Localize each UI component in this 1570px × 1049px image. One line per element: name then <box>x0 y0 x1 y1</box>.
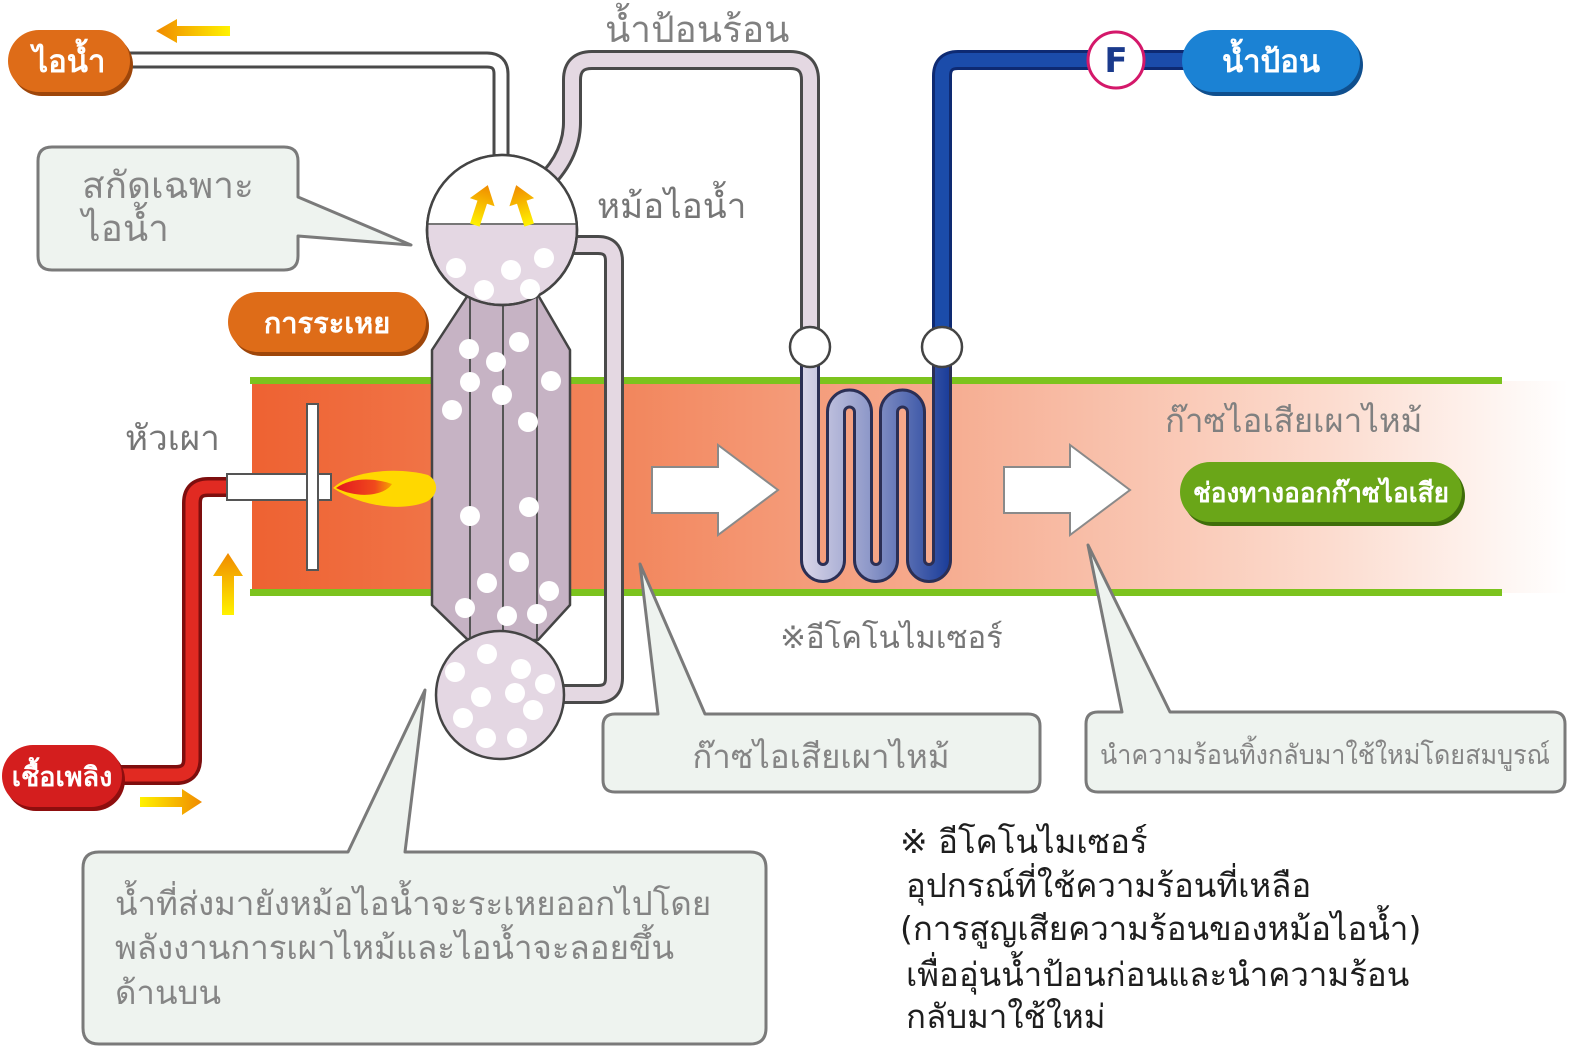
bubble <box>445 662 465 682</box>
callout-flue-gas: ก๊าซไอเสียเผาไหม้ <box>601 562 1042 794</box>
feed-water-label: น้ำป้อน <box>1222 38 1320 80</box>
steam-pill: ไอน้ำ <box>8 30 133 96</box>
bubble <box>471 687 491 707</box>
evaporation-pill: การระเหย <box>228 292 429 356</box>
hot-feed-water-pipe <box>529 50 820 360</box>
fuel-pill: เชื้อเพลิง <box>2 745 125 811</box>
bubble <box>477 573 497 593</box>
economizer-inlet-fitting <box>788 325 832 369</box>
bubble <box>476 728 496 748</box>
bubble <box>507 728 527 748</box>
bubble <box>442 400 462 420</box>
burner <box>226 403 437 571</box>
burner-label: หัวเผา <box>125 419 220 459</box>
flow-meter-ring <box>1086 30 1146 90</box>
callout-flue-gas-text: ก๊าซไอเสียเผาไหม้ <box>692 737 949 776</box>
economizer-outlet-fitting <box>920 325 964 369</box>
fuel-flow-right-arrow-icon <box>140 789 202 815</box>
callout-heat-recovery-text: นำความร้อนทิ้งกลับมาใช้ใหม่โดยสมบูรณ์ <box>1100 735 1550 771</box>
flue-top-wall <box>250 377 1502 384</box>
bubble <box>460 372 480 392</box>
hot-feed-water-label: น้ำป้อนร้อน <box>605 2 789 51</box>
downcomer-pipe <box>555 235 624 704</box>
bubble <box>527 604 547 624</box>
lower-water-drum <box>434 629 566 761</box>
bubble <box>453 708 473 728</box>
fuel-pipe <box>110 477 232 785</box>
callout-boiler-process-line: ด้านบน <box>115 973 221 1012</box>
callout-boiler-process-line: น้ำที่ส่งมายังหม้อไอน้ำจะระเหยออกไปโดย <box>115 880 711 923</box>
note-line: อุปกรณ์ที่ใช้ความร้อนที่เหลือ <box>906 863 1311 906</box>
feed-water-pipe <box>932 50 1195 360</box>
note-title: ※ อีโคโนไมเซอร์ <box>900 822 1148 861</box>
callout-steam-only: สกัดเฉพาะ ไอน้ำ <box>36 145 413 272</box>
callout-boiler-process-line: พลังงานการเผาไหม้และไอน้ำจะลอยขึ้น <box>115 924 674 967</box>
steam-rise-arrow-icon <box>469 185 495 227</box>
bubble <box>534 248 554 268</box>
boiler <box>425 153 579 761</box>
bubble <box>505 683 525 703</box>
flue-gas-flow-arrow-icon <box>651 443 780 537</box>
bubble <box>455 598 475 618</box>
callout-steam-only-line: ไอน้ำ <box>79 201 169 250</box>
bubble <box>497 606 517 626</box>
fuel-label: เชื้อเพลิง <box>12 756 113 793</box>
bubble <box>518 412 538 432</box>
bubble <box>474 280 494 300</box>
flue-bottom-wall <box>250 589 1502 596</box>
exhaust-outlet-label: ช่องทางออกก๊าซไอเสีย <box>1193 477 1449 509</box>
note-line: (การสูญเสียความร้อนของหม้อไอน้ำ) <box>900 905 1421 949</box>
steam-flow-left-arrow-icon <box>156 19 230 43</box>
bubble <box>477 644 497 664</box>
flame-core-icon <box>336 479 392 495</box>
steam-rise-arrow-icon <box>509 185 535 227</box>
flue-gas-flow-arrow-icon <box>1003 443 1132 537</box>
bubble <box>523 700 543 720</box>
callout-steam-only-line: สกัดเฉพาะ <box>82 164 254 207</box>
evaporation-label: การระเหย <box>264 306 391 340</box>
bubble <box>509 332 529 352</box>
bubble <box>535 674 555 694</box>
bubble <box>511 659 531 679</box>
bubble <box>486 352 506 372</box>
water-bubbles <box>442 248 561 748</box>
bubble <box>520 279 540 299</box>
bubble <box>539 581 559 601</box>
steam-label: ไอน้ำ <box>30 38 106 80</box>
steam-space <box>427 154 577 224</box>
exhaust-outlet-pill: ช่องทางออกก๊าซไอเสีย <box>1180 462 1465 526</box>
bubble <box>492 385 512 405</box>
economizer-label: ※อีโคโนไมเซอร์ <box>780 620 1003 656</box>
note-line: กลับมาใช้ใหม่ <box>906 997 1106 1036</box>
callout-boiler-process: น้ำที่ส่งมายังหม้อไอน้ำจะระเหยออกไปโดย พ… <box>81 688 768 1046</box>
burner-plate <box>306 403 319 571</box>
bubble <box>519 497 539 517</box>
bubble <box>459 339 479 359</box>
flue-gas-label: ก๊าซไอเสียเผาไหม้ <box>1165 401 1422 440</box>
bubble <box>501 260 521 280</box>
steam-pipe <box>120 51 510 180</box>
callout-heat-recovery: นำความร้อนทิ้งกลับมาใช้ใหม่โดยสมบูรณ์ <box>1084 543 1567 794</box>
feed-water-pill: น้ำป้อน <box>1182 30 1363 96</box>
bubble <box>541 371 561 391</box>
bubble <box>509 552 529 572</box>
note-line: เพื่ออุ่นน้ำป้อนก่อนและนำความร้อน <box>906 951 1409 995</box>
upper-steam-drum <box>425 153 579 307</box>
boiler-label: หม้อไอน้ำ <box>597 180 746 227</box>
flow-meter: F <box>1086 30 1146 90</box>
economizer-note: ※ อีโคโนไมเซอร์ อุปกรณ์ที่ใช้ความร้อนที่… <box>900 822 1421 1036</box>
bubble <box>460 506 480 526</box>
fuel-flow-up-arrow-icon <box>213 553 243 615</box>
flow-meter-label: F <box>1104 41 1127 81</box>
bubble <box>446 258 466 278</box>
economizer-coil <box>800 345 952 583</box>
